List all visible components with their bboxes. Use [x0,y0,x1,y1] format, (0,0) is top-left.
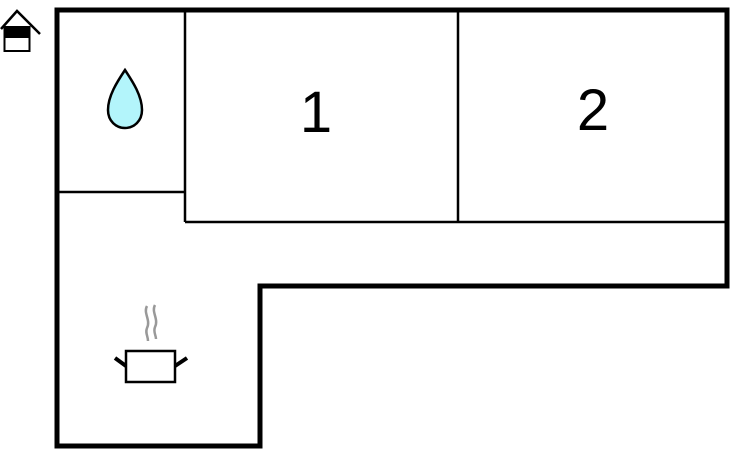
house-icon [0,9,41,52]
inner-walls [57,10,727,224]
water-drop-icon [106,67,144,130]
cooking-pot-icon [113,304,189,384]
room-2-label: 2 [577,78,609,143]
outer-wall [54,7,730,449]
room-1-label: 1 [300,80,332,145]
